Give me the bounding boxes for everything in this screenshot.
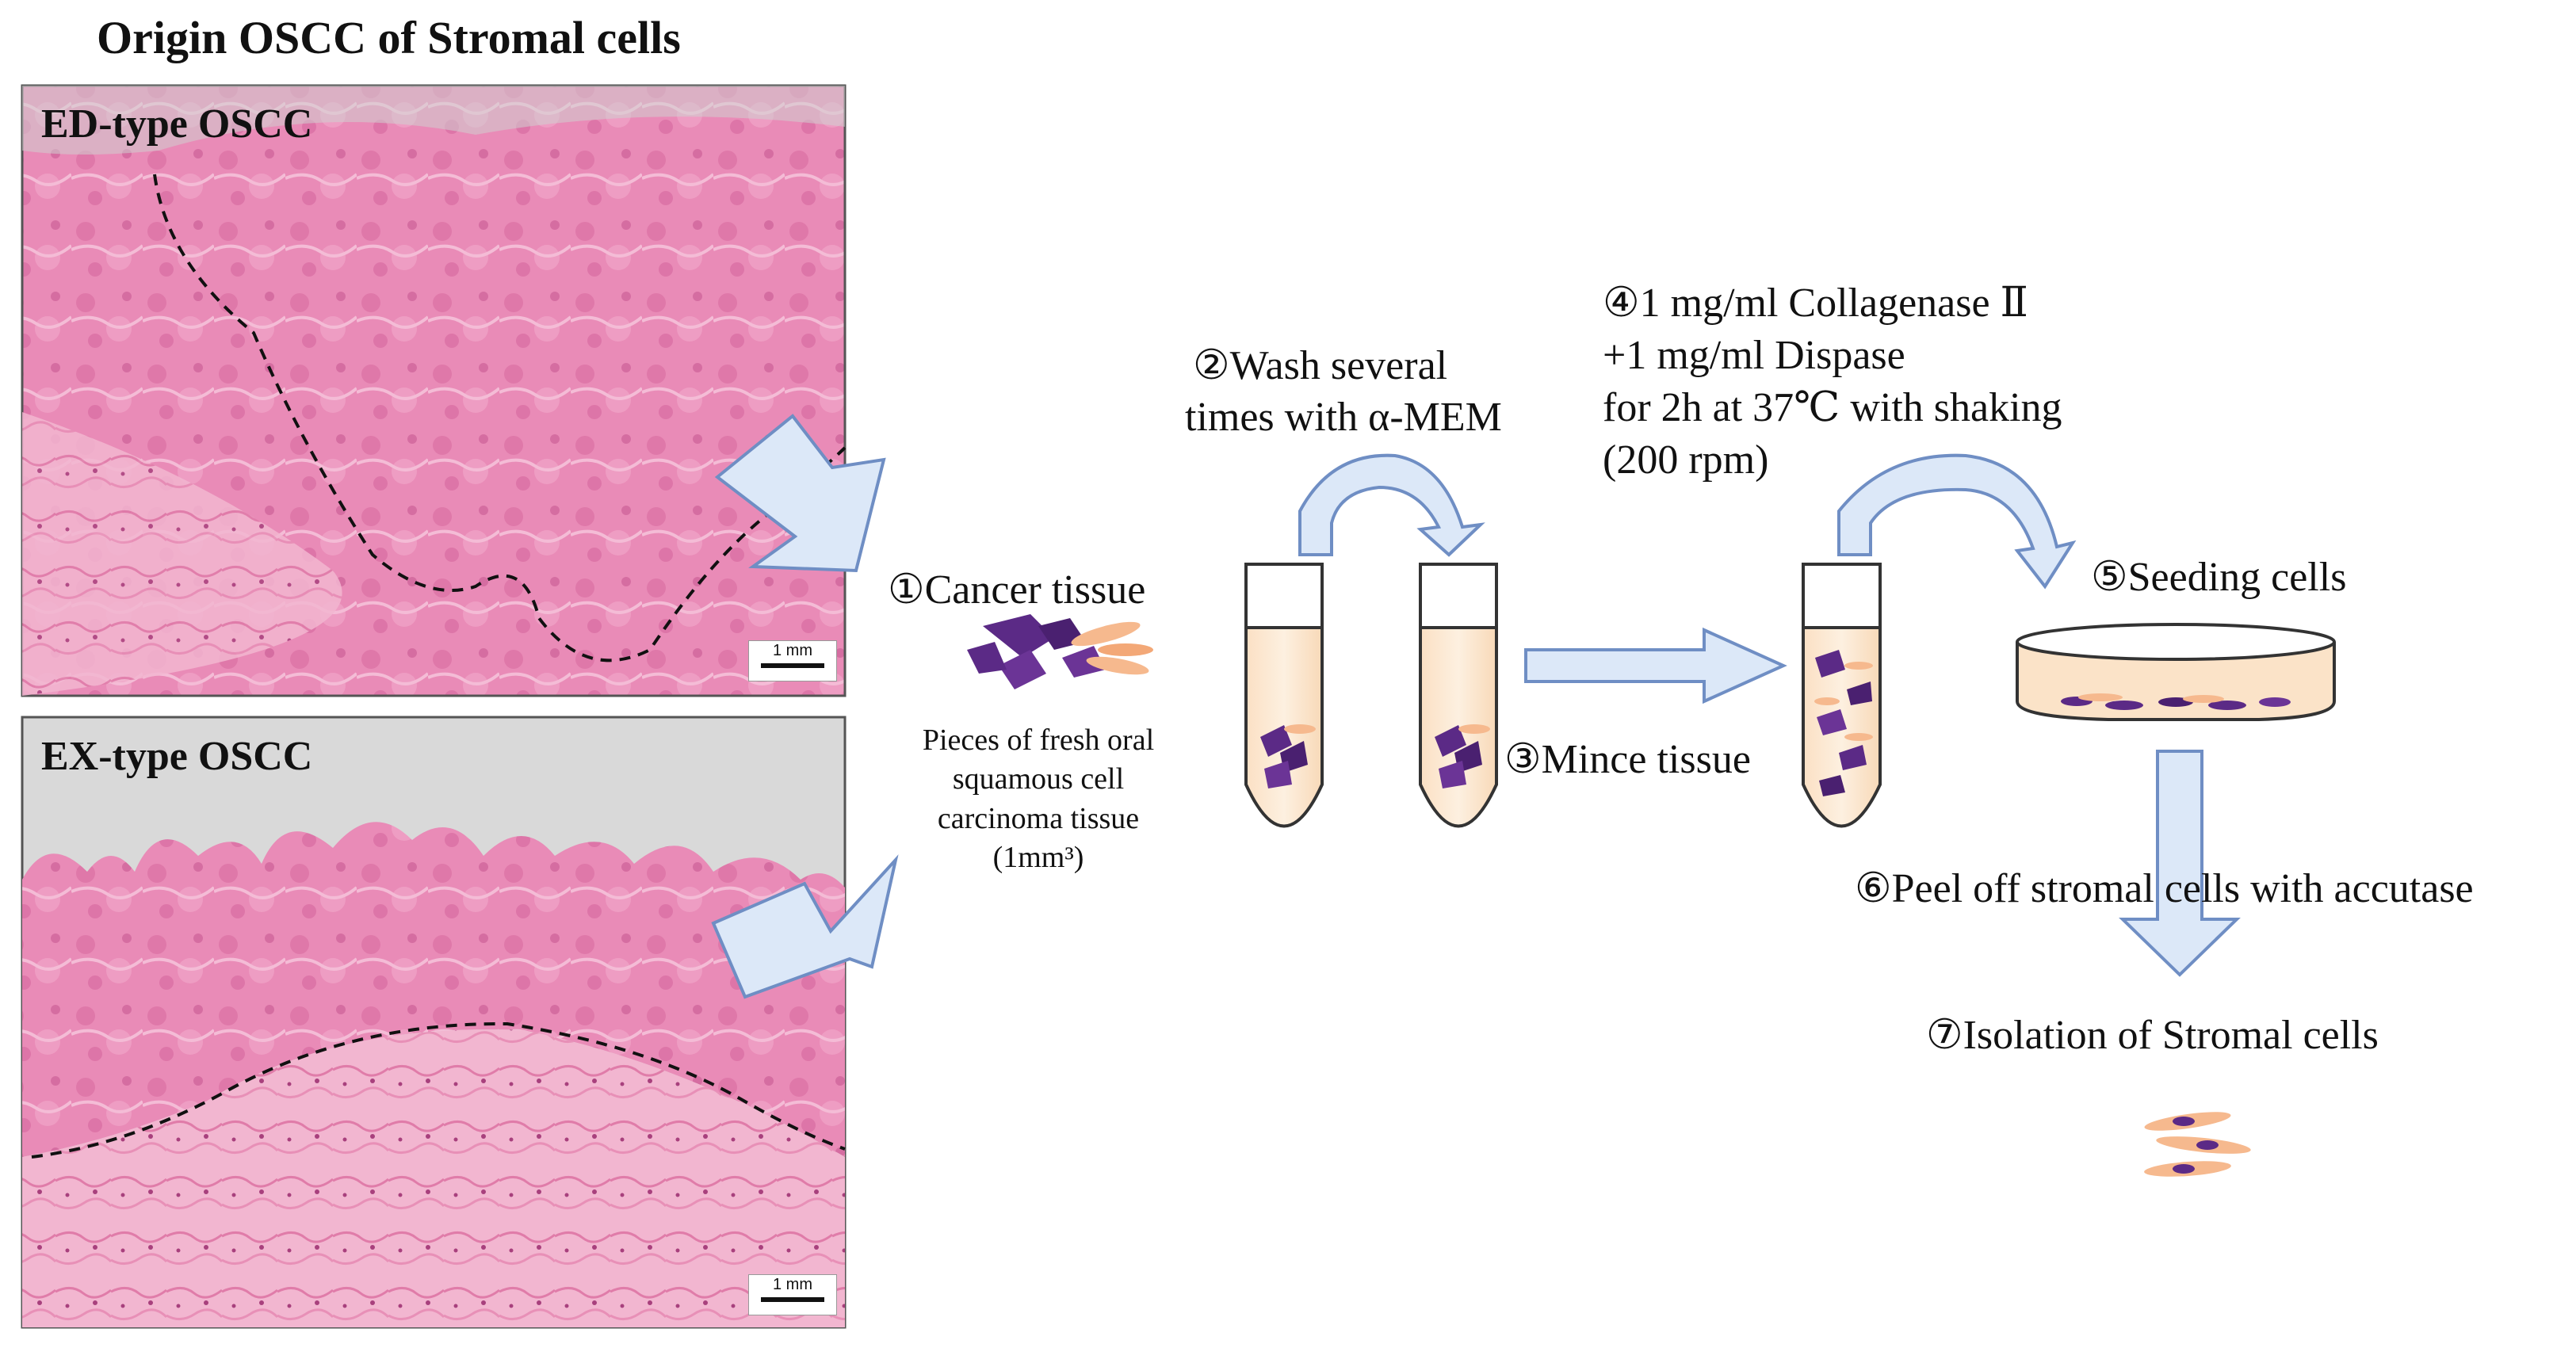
step-4-line-3: for 2h at 37℃ with shaking: [1603, 385, 2062, 430]
ed-scale-bar: 1 mm: [748, 640, 837, 682]
step-4-line-4: (200 rpm): [1603, 437, 1769, 483]
arrow-ed-to-tissue: [714, 414, 886, 573]
figure-title: Origin OSCC of Stromal cells: [97, 12, 681, 63]
ex-scale-bar: 1 mm: [748, 1274, 837, 1315]
ex-type-label: EX-type OSCC: [41, 734, 313, 779]
ed-scale-bar-line: [761, 663, 824, 668]
curved-arrow-seeding: [1837, 453, 2077, 590]
step-7-label: ⑦Isolation of Stromal cells: [1926, 1013, 2379, 1058]
step-1-label: ①Cancer tissue: [888, 567, 1146, 613]
step-2-line-2: times with α-MEM: [1185, 395, 1502, 440]
culture-dish: [2016, 623, 2336, 721]
ed-scale-bar-label: 1 mm: [773, 642, 812, 659]
ex-scale-bar-label: 1 mm: [773, 1276, 812, 1293]
step-4-line-2: +1 mg/ml Dispase: [1603, 333, 1905, 378]
tube-3: [1802, 563, 1882, 828]
step-6-label: ⑥Peel off stromal cells with accutase: [1855, 866, 2474, 911]
isolated-stromal-cells: [2144, 1112, 2251, 1177]
arrow-to-mince: [1524, 627, 1787, 704]
arrow-ex-to-tissue: [711, 854, 899, 999]
curved-arrow-wash: [1298, 453, 1485, 557]
step-4-line-1: ④1 mg/ml Collagenase Ⅱ: [1603, 281, 2028, 326]
ex-scale-bar-line: [761, 1297, 824, 1302]
step-5-label: ⑤Seeding cells: [2091, 555, 2347, 600]
cancer-tissue-cluster: [967, 614, 1153, 689]
tube-1: [1244, 563, 1324, 828]
ed-type-micrograph: [21, 84, 847, 697]
arrow-down-isolation: [2119, 750, 2241, 977]
step-2-line-1: ②Wash several: [1193, 343, 1448, 388]
tube-2: [1419, 563, 1498, 828]
ex-type-micrograph: [21, 716, 847, 1329]
ed-type-label: ED-type OSCC: [41, 101, 313, 147]
step-1-description: Pieces of fresh oral squamous cell carci…: [922, 723, 1155, 875]
step-3-label: ③Mince tissue: [1504, 737, 1751, 782]
